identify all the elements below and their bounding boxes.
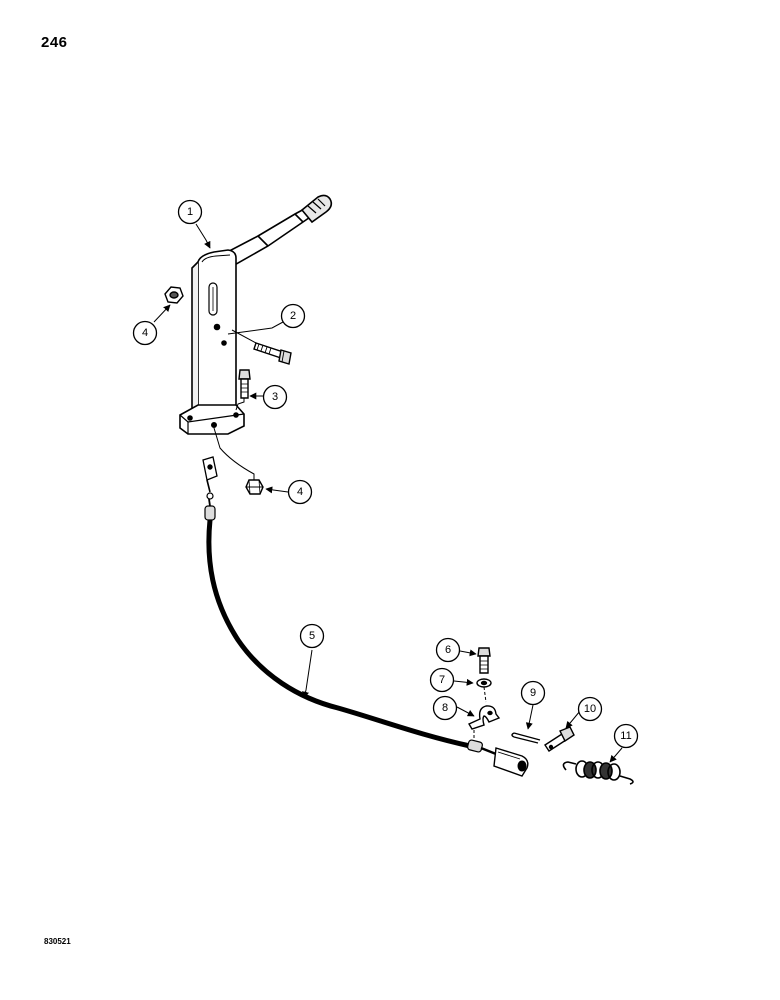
leader-lines: [153, 223, 623, 763]
callout-4-lower-label: 4: [297, 486, 303, 498]
clamp-bolt: [477, 647, 491, 674]
hand-lever: [179, 194, 333, 435]
callout-2-label: 2: [290, 310, 296, 322]
bolt-short: [238, 369, 251, 399]
callout-1-label: 1: [187, 206, 193, 218]
callout-6: 6: [435, 637, 461, 663]
callout-3: 3: [262, 384, 288, 410]
spring: [562, 760, 634, 785]
figure-code: 830521: [44, 937, 71, 946]
callout-10-label: 10: [584, 703, 596, 715]
callout-11: 11: [613, 723, 639, 749]
nut-upper: [164, 286, 184, 304]
cotter-pin: [511, 732, 541, 744]
clevis-pin: [544, 726, 575, 752]
callout-4-upper-label: 4: [142, 327, 148, 339]
callout-5-label: 5: [309, 630, 315, 642]
callout-10: 10: [577, 696, 603, 722]
page-number: 246: [41, 34, 68, 51]
callout-7: 7: [429, 667, 455, 693]
callout-5: 5: [299, 623, 325, 649]
callout-8: 8: [432, 695, 458, 721]
callout-1: 1: [177, 199, 203, 225]
bolt-long: [253, 342, 292, 365]
callout-2: 2: [280, 303, 306, 329]
nut-lower: [245, 479, 264, 495]
callout-6-label: 6: [445, 644, 451, 656]
callout-9-label: 9: [530, 687, 536, 699]
callout-8-label: 8: [442, 702, 448, 714]
washer: [476, 678, 492, 688]
cable-clamp: [467, 705, 501, 730]
callout-9: 9: [520, 680, 546, 706]
callout-7-label: 7: [439, 674, 445, 686]
callout-11-label: 11: [620, 730, 631, 742]
callout-4-lower: 4: [287, 479, 313, 505]
callout-3-label: 3: [272, 391, 278, 403]
callout-4-upper: 4: [132, 320, 158, 346]
control-cable: [202, 456, 529, 777]
